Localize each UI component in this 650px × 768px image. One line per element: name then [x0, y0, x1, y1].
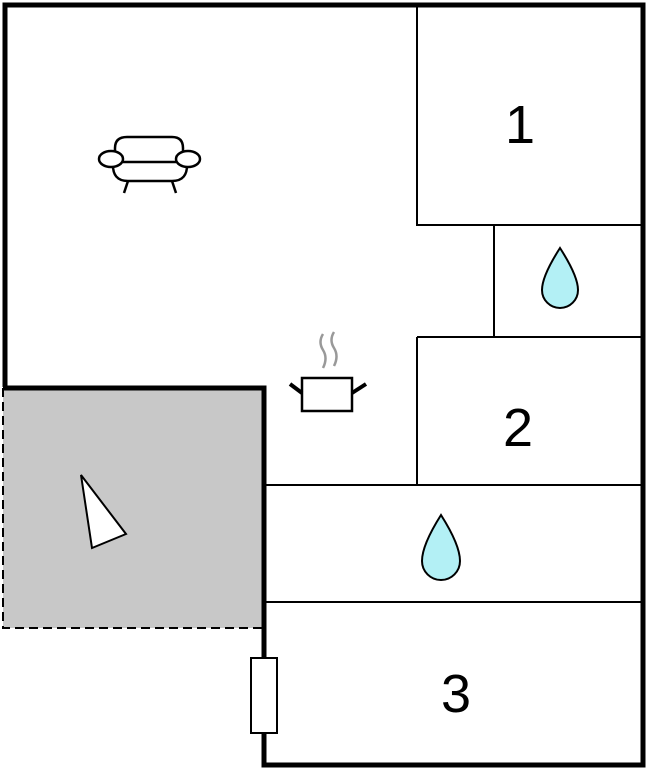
water-drop-icon: [420, 513, 462, 581]
compass-triangle-icon: [80, 474, 128, 550]
terrace-dashed-edge: [2, 388, 264, 629]
room-2-label: 2: [503, 398, 533, 458]
room-3-label: 3: [441, 664, 471, 724]
terrace-area: [3, 388, 264, 628]
cooking-pot-icon: [288, 331, 368, 413]
interior-walls: [264, 5, 643, 603]
sofa-icon: [97, 135, 202, 194]
water-drop-icon: [540, 246, 580, 309]
room-1-label: 1: [505, 95, 535, 155]
window-icon: [250, 657, 278, 734]
